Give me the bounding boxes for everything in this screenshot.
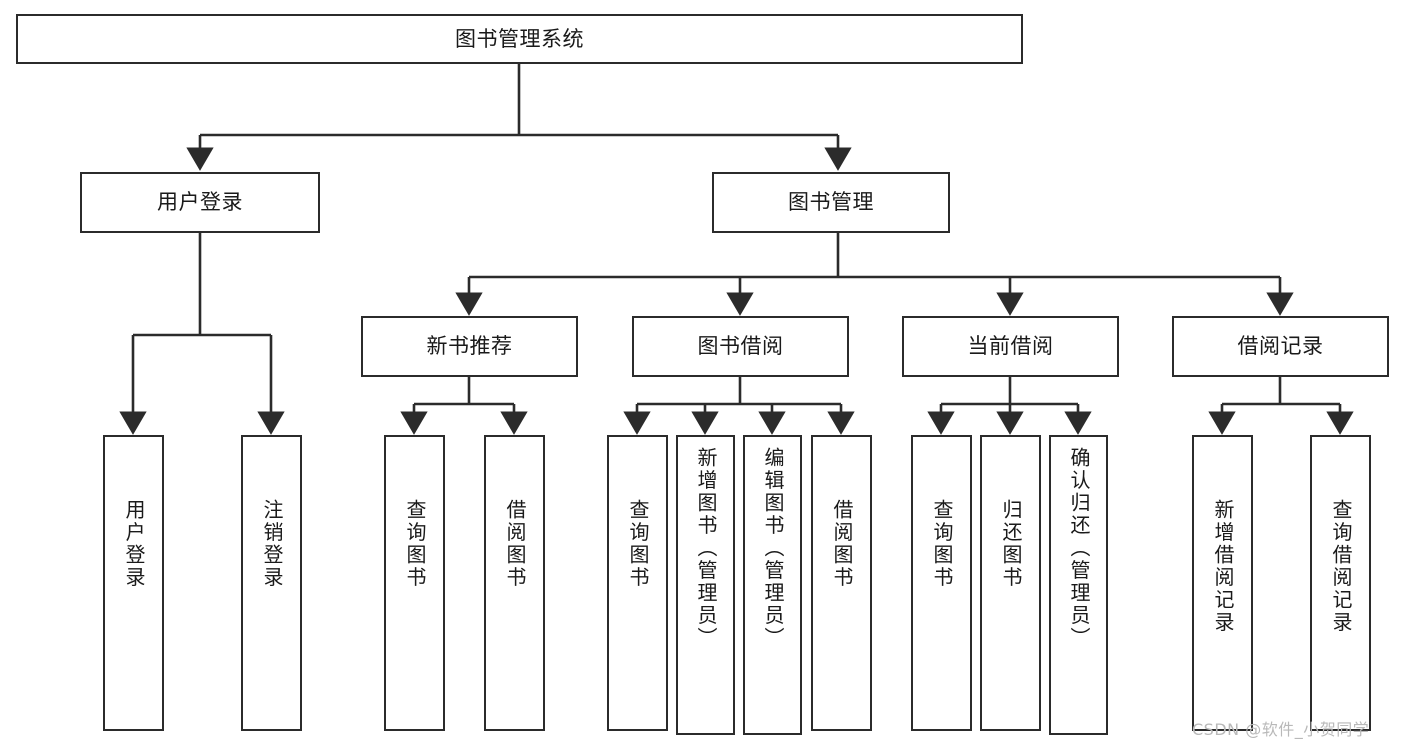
leaf-edit-book[interactable]: 编辑图书（管理员） xyxy=(743,435,802,735)
node-current-borrow[interactable]: 当前借阅 xyxy=(902,316,1119,377)
leaf-query-record-label: 查询借阅记录 xyxy=(1329,499,1353,634)
leaf-add-book-label: 新增图书（管理员） xyxy=(694,447,718,650)
leaf-query-book-2[interactable]: 查询图书 xyxy=(607,435,668,731)
node-borrow-record-label: 借阅记录 xyxy=(1237,334,1324,359)
leaf-confirm-return-label: 确认归还（管理员） xyxy=(1067,447,1091,650)
leaf-borrow-book-1[interactable]: 借阅图书 xyxy=(484,435,545,731)
leaf-query-record[interactable]: 查询借阅记录 xyxy=(1310,435,1371,731)
leaf-borrow-book-1-label: 借阅图书 xyxy=(503,499,527,589)
leaf-user-logout-label: 注销登录 xyxy=(260,499,284,589)
leaf-return-book[interactable]: 归还图书 xyxy=(980,435,1041,731)
leaf-user-login[interactable]: 用户登录 xyxy=(103,435,164,731)
csdn-watermark: CSDN @软件_小贺同学 xyxy=(1192,720,1370,739)
node-book-manage[interactable]: 图书管理 xyxy=(712,172,950,233)
leaf-user-logout[interactable]: 注销登录 xyxy=(241,435,302,731)
leaf-borrow-book-2-label: 借阅图书 xyxy=(830,499,854,589)
node-current-borrow-label: 当前借阅 xyxy=(967,334,1054,359)
leaf-query-book-1[interactable]: 查询图书 xyxy=(384,435,445,731)
node-user-login[interactable]: 用户登录 xyxy=(80,172,320,233)
leaf-user-login-label: 用户登录 xyxy=(122,499,146,589)
leaf-query-book-1-label: 查询图书 xyxy=(403,499,427,589)
node-new-book-rec[interactable]: 新书推荐 xyxy=(361,316,578,377)
leaf-query-book-3[interactable]: 查询图书 xyxy=(911,435,972,731)
leaf-add-book[interactable]: 新增图书（管理员） xyxy=(676,435,735,735)
node-user-login-label: 用户登录 xyxy=(157,190,243,215)
leaf-query-book-3-label: 查询图书 xyxy=(930,499,954,589)
leaf-confirm-return[interactable]: 确认归还（管理员） xyxy=(1049,435,1108,735)
node-root-label: 图书管理系统 xyxy=(455,26,584,51)
leaf-borrow-book-2[interactable]: 借阅图书 xyxy=(811,435,872,731)
node-borrow-record[interactable]: 借阅记录 xyxy=(1172,316,1389,377)
node-book-borrow-label: 图书借阅 xyxy=(697,334,784,359)
node-new-book-rec-label: 新书推荐 xyxy=(426,334,513,359)
leaf-query-book-2-label: 查询图书 xyxy=(626,499,650,589)
node-book-manage-label: 图书管理 xyxy=(788,190,874,215)
leaf-return-book-label: 归还图书 xyxy=(999,499,1023,589)
leaf-edit-book-label: 编辑图书（管理员） xyxy=(761,447,785,650)
leaf-add-record[interactable]: 新增借阅记录 xyxy=(1192,435,1253,731)
node-book-borrow[interactable]: 图书借阅 xyxy=(632,316,849,377)
leaf-add-record-label: 新增借阅记录 xyxy=(1211,499,1235,634)
node-root[interactable]: 图书管理系统 xyxy=(16,14,1023,64)
